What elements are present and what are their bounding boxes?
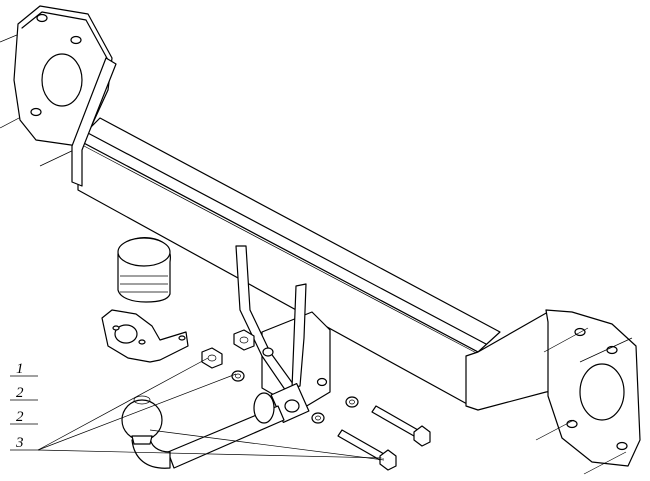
callout-label-1: 1 — [16, 361, 24, 377]
callout-label-2b: 2 — [16, 409, 24, 425]
callout-label-2a: 2 — [16, 385, 24, 401]
right-mounting-plate — [465, 309, 641, 475]
tow-ball-arm — [121, 392, 285, 469]
callout-stack: 1 2 2 3 — [10, 361, 40, 451]
callout-leader-lines — [37, 357, 385, 461]
electrical-socket — [117, 237, 171, 303]
bolts — [337, 405, 431, 471]
callout-label-3: 3 — [15, 435, 24, 451]
cross-beam — [77, 117, 501, 411]
fasteners — [201, 329, 359, 424]
socket-mounting-bracket — [101, 309, 189, 363]
left-mounting-plate — [13, 5, 117, 187]
